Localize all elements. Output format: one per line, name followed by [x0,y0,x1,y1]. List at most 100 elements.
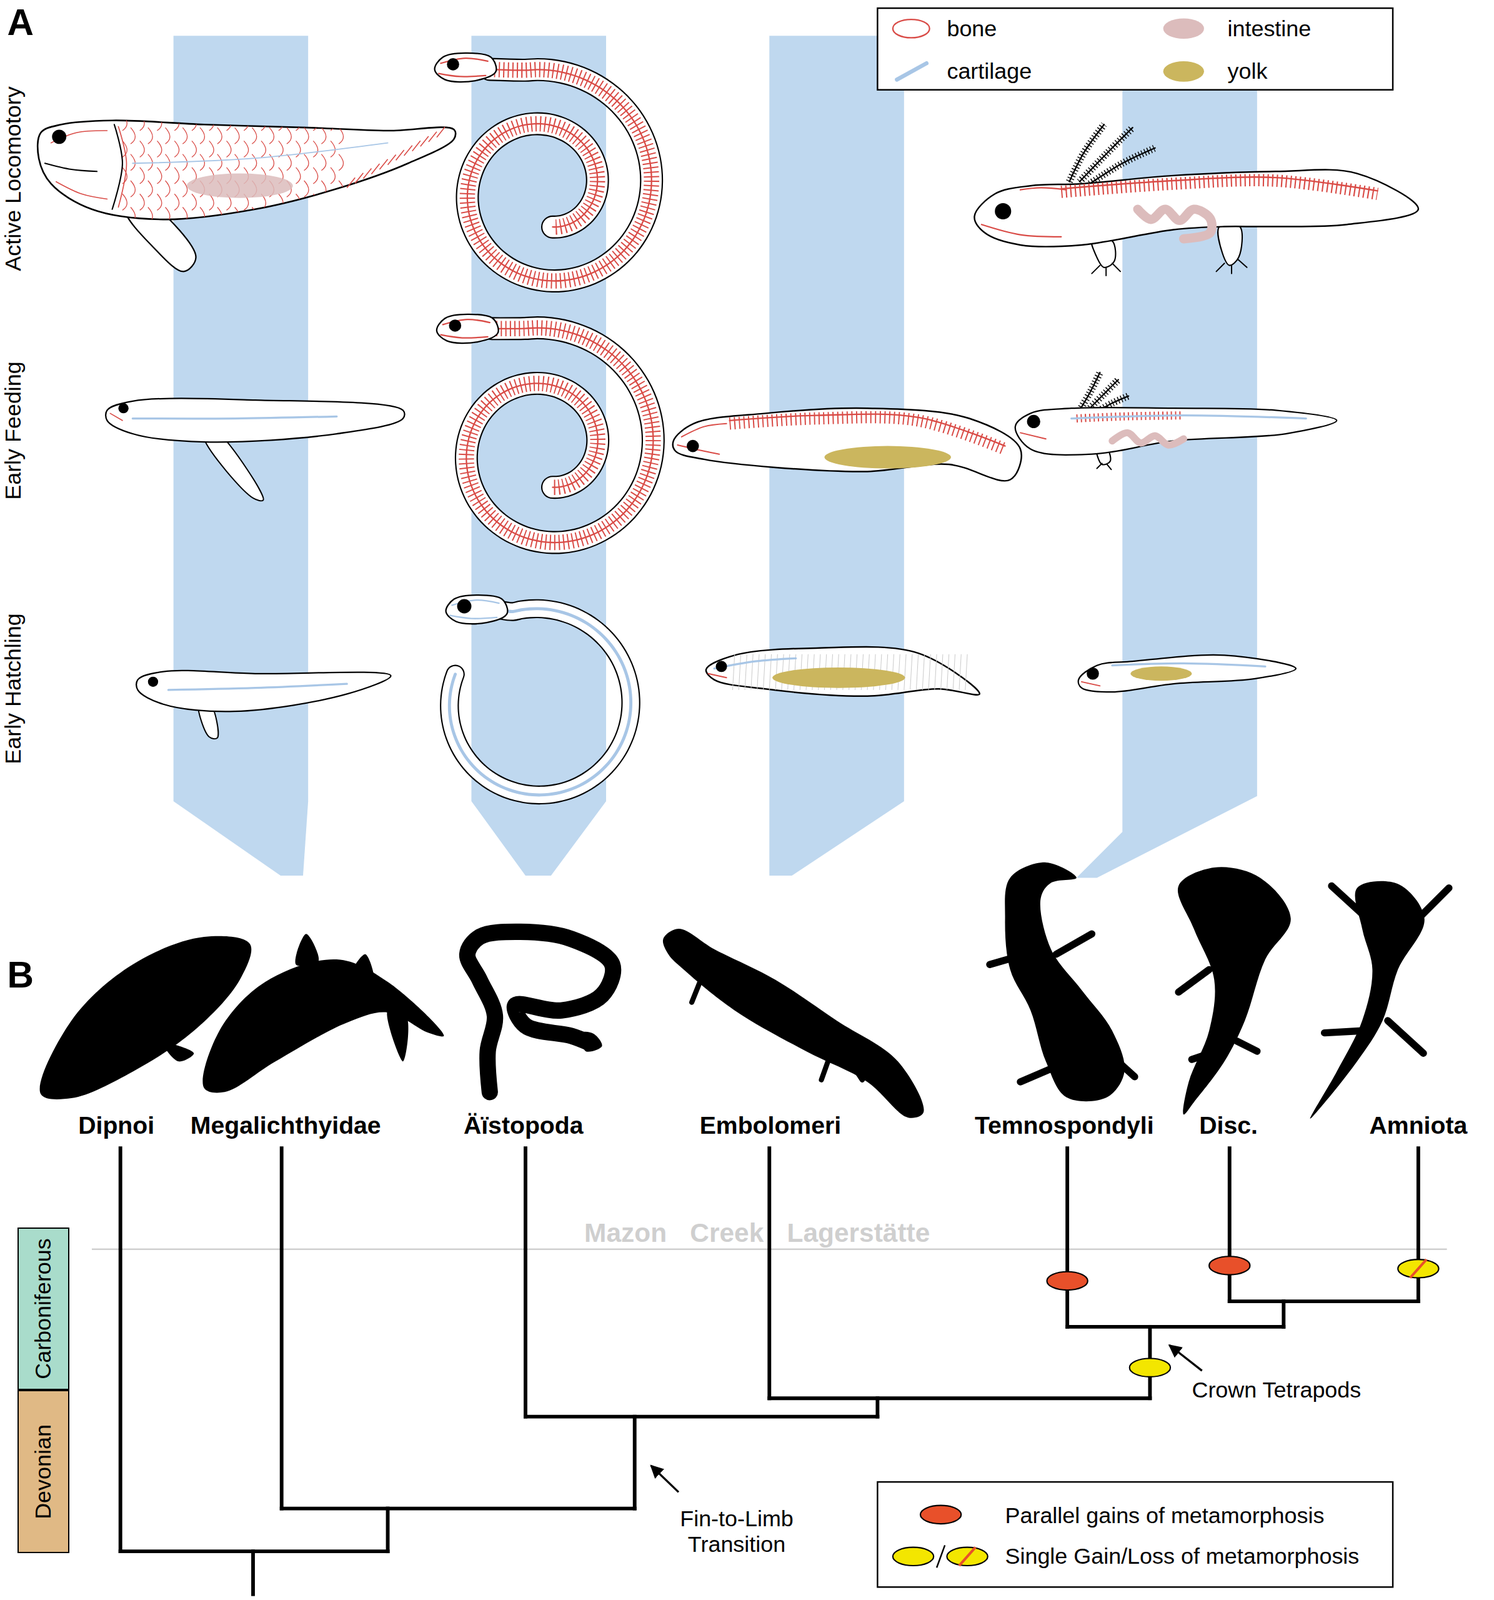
limb [1217,223,1243,266]
scale [226,220,232,237]
fin-ray [412,140,421,151]
metamorphosis-marker [1046,1271,1088,1290]
scale [217,154,222,171]
eye [449,319,462,332]
legend-text: Parallel gains of metamorphosis [1005,1502,1325,1528]
notochord [168,683,347,690]
body-outline [466,328,653,543]
eye [148,676,159,687]
legend-swatch [1163,18,1205,39]
period-box: Carboniferous [17,1227,70,1390]
scale [156,140,162,157]
rib-series [729,416,1006,449]
limb [1257,936,1278,944]
notochord [132,416,337,419]
tree-branch [875,1397,880,1416]
scale [330,167,335,184]
taxon-name: Dipnoi [78,1111,155,1140]
notochord [132,143,388,164]
period-box: Devonian [17,1389,70,1553]
scale [209,193,214,210]
head [436,314,499,344]
scale [209,220,214,237]
tree-branch [632,1416,637,1509]
scale [139,140,145,157]
scale [191,114,197,131]
body-fill [467,69,652,281]
scale [226,140,232,157]
fin-ray [436,126,445,137]
panel-letter: B [6,953,34,996]
gill-filaments [1069,124,1105,182]
limb [1236,1040,1258,1051]
myomere [934,654,937,690]
tree-branch [386,1508,390,1552]
scale [286,206,292,224]
megalichthyid-silhouette [202,959,444,1093]
eye [51,129,67,144]
legend-sample [946,1547,988,1566]
legend-sample [936,1544,945,1568]
limb [691,971,705,1003]
digit [1107,464,1112,470]
fin-ray [354,173,364,184]
myomere [952,654,955,690]
yolk-sac [824,446,951,469]
legend-sample [892,1547,934,1566]
limb [1331,885,1368,918]
embolomere-silhouette [662,928,925,1118]
digit [1237,259,1248,268]
scale-pattern [122,114,344,237]
scale [191,140,197,157]
tree-branch [251,1550,255,1594]
scale [313,167,318,184]
taxon-name: Embolomeri [699,1111,842,1140]
fin-ray [420,136,429,147]
myomere [922,654,925,690]
scale [182,206,187,224]
limb [1055,933,1092,955]
fish-body [105,398,405,442]
scale [278,193,284,210]
scale [199,154,205,171]
myomere [916,654,918,690]
scale [234,206,240,224]
intestine [1137,209,1213,239]
fish-body [136,670,391,712]
scale [243,220,249,237]
scale [174,114,179,131]
limb [714,969,725,995]
scale [321,180,326,197]
scale [174,167,179,184]
taxon-name: Amniota [1369,1111,1468,1140]
digit [1091,265,1100,274]
eye [118,403,129,414]
jaw-bone [1081,681,1100,687]
period-label: Carboniferous [30,1238,57,1380]
metamorphosis-marker [1209,1255,1250,1275]
mouth [44,163,97,172]
myomere [751,654,753,690]
jaw-bone [707,673,727,678]
period-label: Devonian [30,1424,57,1519]
scale [278,114,284,131]
myomere [897,654,900,690]
head [581,1031,603,1052]
tree-branch [525,1414,878,1419]
vertebral-column [467,69,652,281]
tree-branch [1227,1147,1232,1301]
metamorphosis-marker [1397,1259,1439,1278]
scale [269,127,274,144]
fin-ray [428,131,437,142]
scale [261,140,266,157]
legend-sample [959,1547,976,1566]
scale [338,154,344,171]
myomere [946,654,949,690]
scale [191,220,197,237]
taxon-name: Disc. [1199,1111,1258,1140]
notochord [449,608,631,795]
clade-label: Crown Tetrapods [1191,1376,1361,1403]
myomere [904,654,907,690]
scale [313,220,318,237]
tree-branch [1065,1147,1070,1327]
